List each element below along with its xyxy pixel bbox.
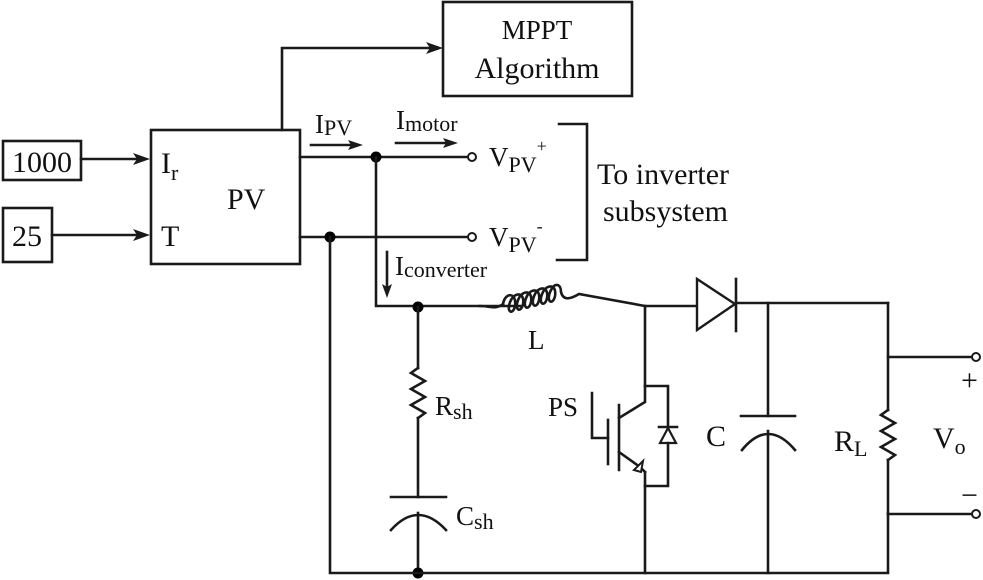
boost-diode [695, 276, 738, 333]
temperature-input-block: 25 [1, 206, 54, 264]
mppt-algorithm-block: MPPT Algorithm [441, 0, 634, 98]
vpv-minus-terminal [467, 232, 477, 242]
pv-block: Ir T PV [149, 128, 302, 266]
mppt-arrow-icon [426, 42, 443, 54]
capacitor-label: C [706, 420, 726, 453]
vo-minus-terminal [971, 509, 981, 519]
inverter-note-line2: subsystem [603, 195, 728, 228]
vo-plus-sign: + [961, 364, 978, 397]
vo-minus-sign: − [961, 479, 978, 512]
inverter-note-line1: To inverter [597, 158, 729, 191]
vo-label: Vo [933, 422, 966, 459]
vpv-plus-terminal [467, 152, 477, 162]
imotor-current-label: Imotor [394, 105, 458, 148]
load-resistor [878, 408, 898, 462]
iconverter-current-label: Iconverter [382, 250, 488, 298]
inductor: L [478, 283, 647, 355]
switch-label: PS [548, 392, 578, 422]
irradiance-value: 1000 [12, 146, 72, 179]
mppt-label-line1: MPPT [502, 15, 573, 45]
csh-label: Csh [456, 501, 494, 534]
freewheel-diode-icon [658, 425, 678, 445]
mppt-label-line2: Algorithm [475, 52, 600, 85]
converter-feed-wire [374, 155, 522, 308]
svg-text:Imotor: Imotor [396, 105, 458, 136]
ipv-current-label: IPV [309, 109, 363, 150]
ipv-arrow-icon [348, 140, 363, 150]
pv-label: PV [227, 183, 266, 216]
inverter-bracket [555, 122, 589, 262]
mppt-feed-wire [280, 46, 435, 132]
irradiance-input-block: 1000 [1, 139, 83, 182]
power-switch-igbt: PS [548, 384, 679, 575]
iconverter-arrow-icon [382, 284, 392, 298]
load-label: RL [834, 425, 867, 461]
svg-text:Iconverter: Iconverter [395, 251, 488, 282]
vpv-plus-label: VPV+ [489, 136, 547, 177]
rsh-label: Rsh [435, 391, 473, 424]
irradiance-arrow-icon [133, 153, 150, 165]
emitter-arrow-icon [632, 458, 645, 474]
ground-return-wire [328, 235, 890, 575]
pv-port-temperature: T [161, 220, 179, 253]
svg-text:IPV: IPV [315, 109, 352, 140]
rsh-resistor [408, 366, 428, 420]
vpv-minus-label: VPV- [489, 216, 543, 257]
temperature-arrow-icon [133, 229, 150, 241]
imotor-arrow-icon [443, 138, 458, 148]
pv-port-irradiance: Ir [161, 147, 179, 185]
inductor-label: L [528, 325, 545, 355]
vo-plus-terminal [971, 352, 981, 362]
temperature-value: 25 [12, 220, 42, 253]
